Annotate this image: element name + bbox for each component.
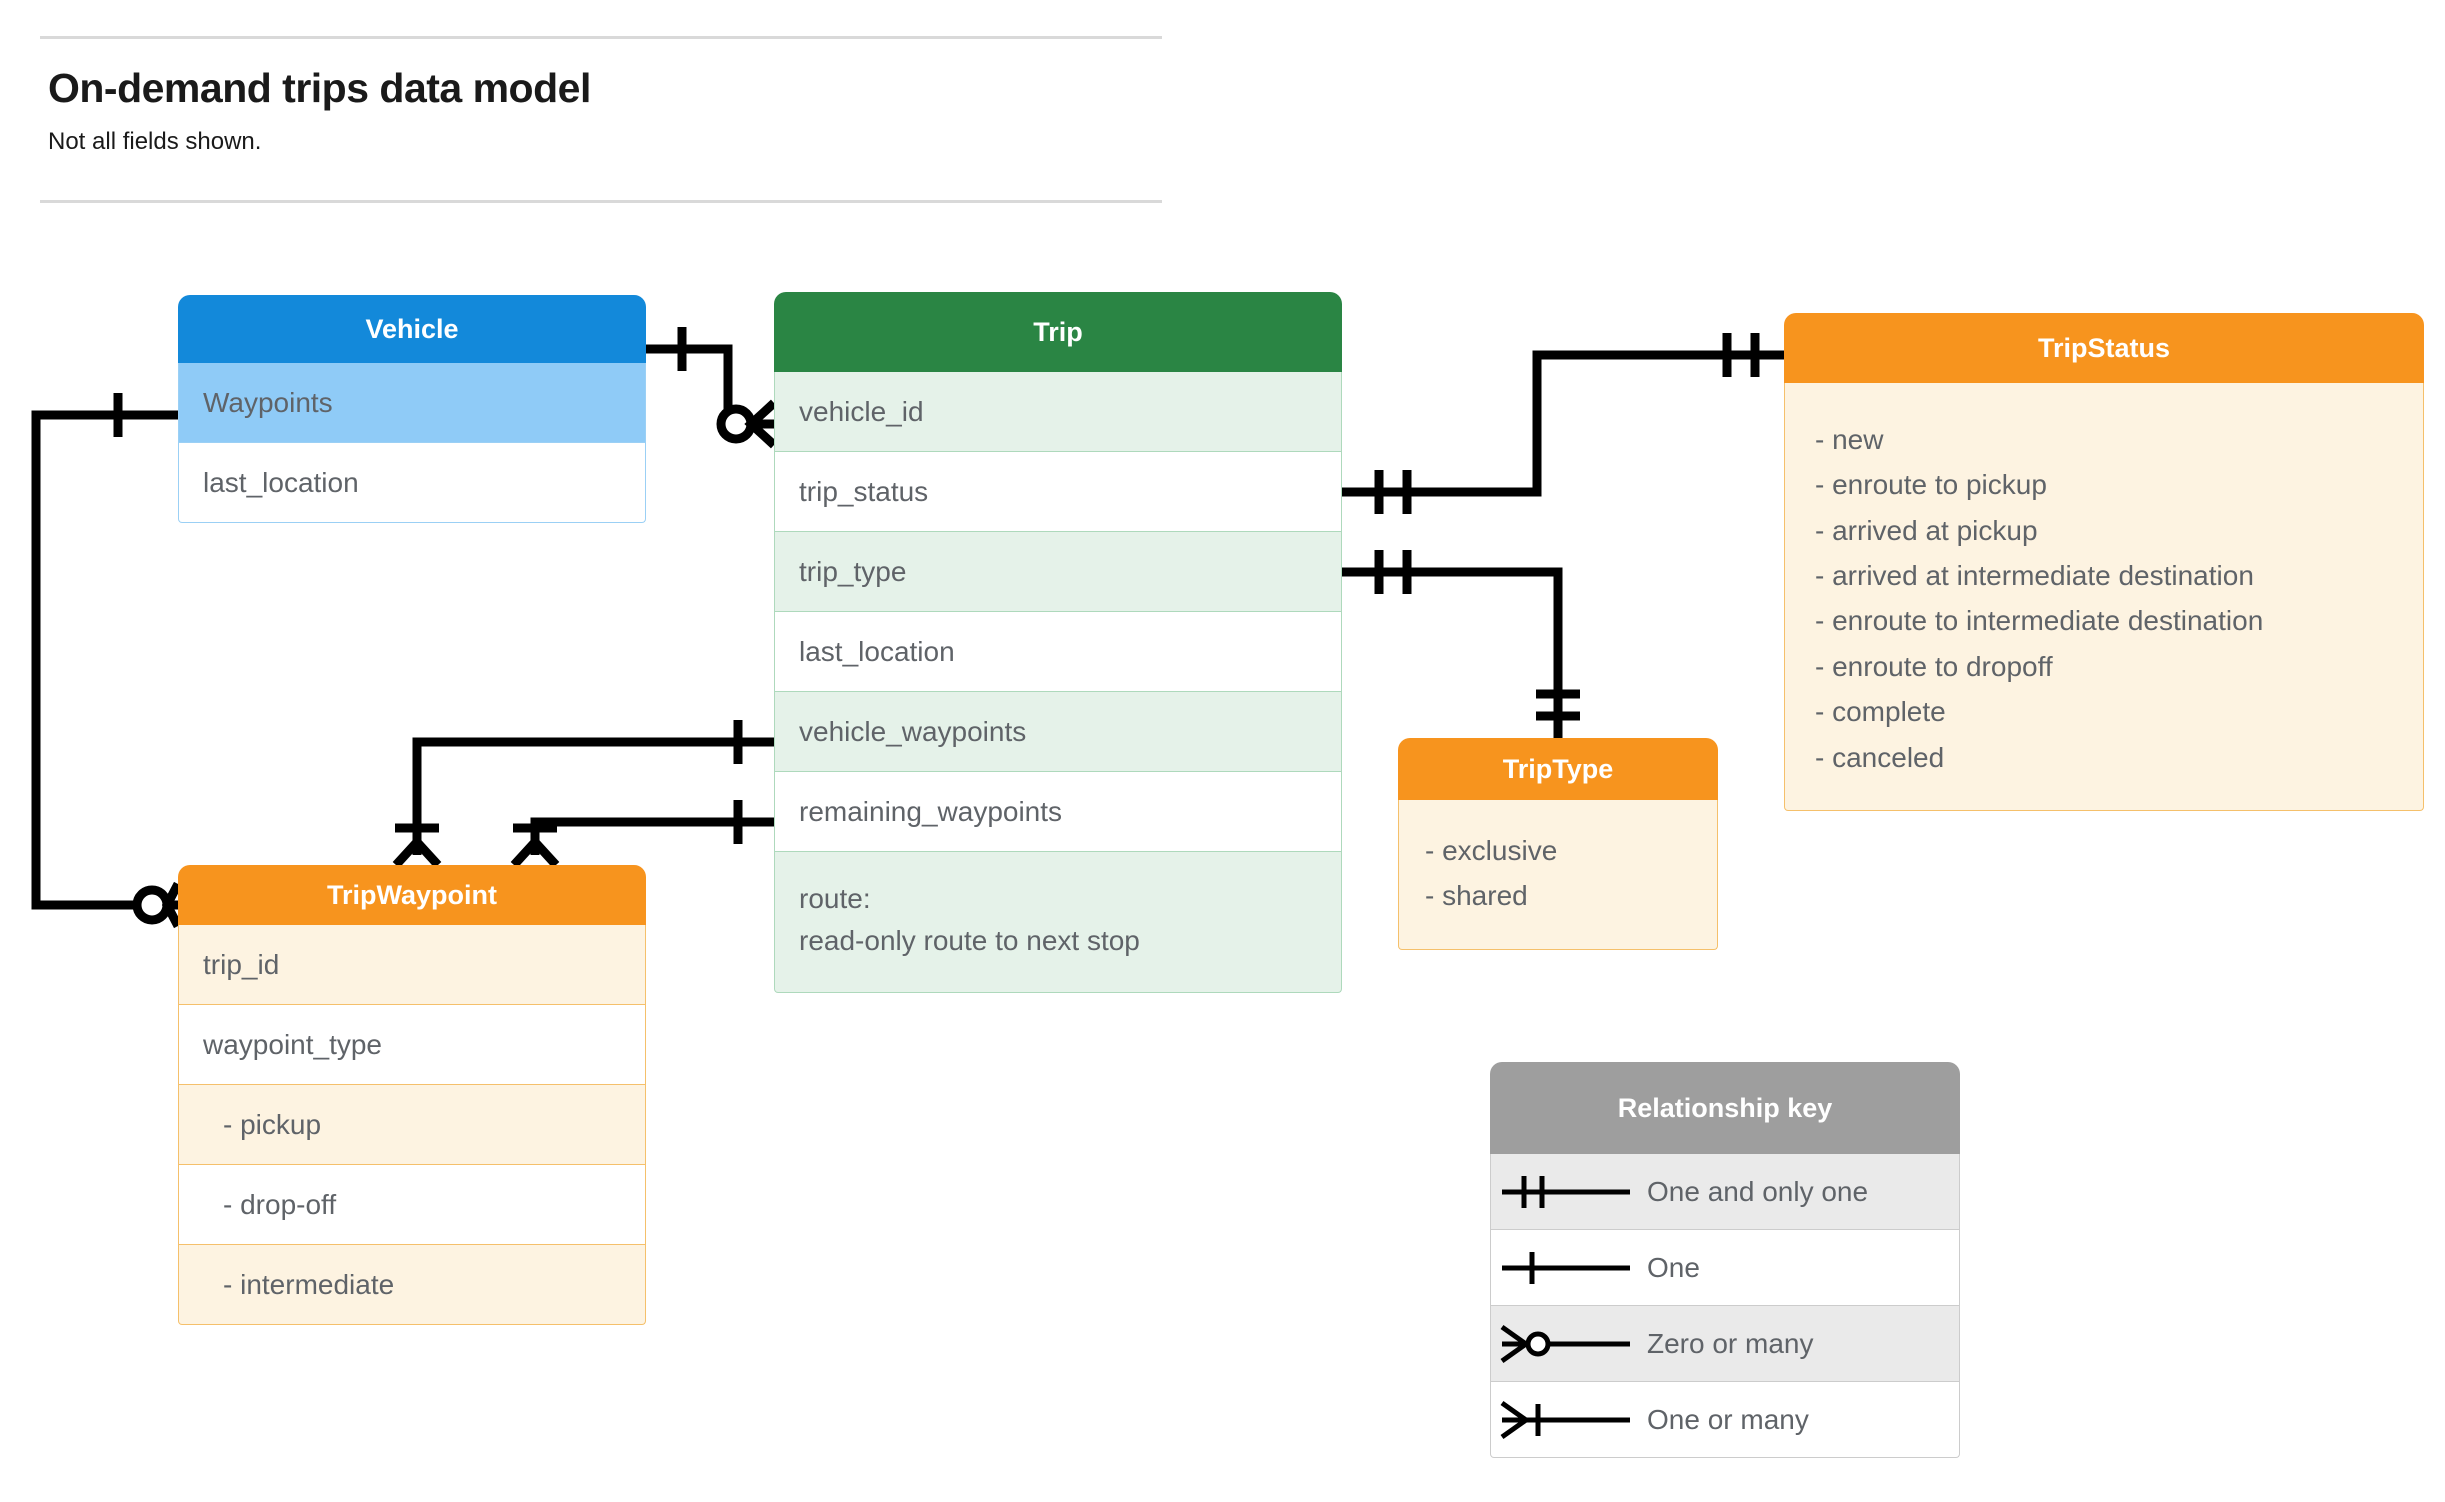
triptype-value: - exclusive (1425, 835, 1558, 866)
connector-vehicle-trip (646, 344, 733, 424)
tripstatus-value: - arrived at intermediate destination (1815, 560, 2254, 592)
connector-triptype (1342, 567, 1563, 738)
entity-triptype-values: - exclusive - shared (1398, 800, 1718, 950)
entity-trip-field-route: route: read-only route to next stop (774, 852, 1342, 993)
entity-vehicle-field-waypoints: Waypoints (178, 363, 646, 443)
entity-trip-field-trip-status: trip_status (774, 452, 1342, 532)
entity-triptype-title: TripType (1398, 738, 1718, 800)
connector-vehicle-waypoints-row (412, 737, 774, 855)
relationship-key-panel[interactable]: Relationship key One and only one One (1490, 1062, 1960, 1458)
one-icon (1491, 1243, 1641, 1293)
entity-vehicle-field-last-location: last_location (178, 443, 646, 523)
triptype-value: - shared (1425, 880, 1528, 912)
entity-tripwaypoint[interactable]: TripWaypoint trip_id waypoint_type - pic… (178, 865, 646, 1325)
page-subtitle: Not all fields shown. (48, 128, 262, 155)
tripstatus-value: - arrived at pickup (1815, 514, 2038, 546)
connector-tripstatus (1342, 350, 1784, 497)
tripstatus-value: - enroute to pickup (1815, 469, 2047, 501)
entity-triptype[interactable]: TripType - exclusive - shared (1398, 738, 1718, 950)
top-divider (40, 36, 1162, 39)
bottom-divider (40, 200, 1162, 203)
tripstatus-value: - new (1815, 424, 1884, 455)
entity-trip-title: Trip (774, 292, 1342, 372)
entity-tripwaypoint-title: TripWaypoint (178, 865, 646, 925)
legend-label: One or many (1647, 1403, 1809, 1435)
legend-label: One and only one (1647, 1175, 1869, 1207)
entity-vehicle-title: Vehicle (178, 295, 646, 363)
one-and-only-one-icon (1491, 1167, 1641, 1217)
relationship-key-title: Relationship key (1490, 1062, 1960, 1154)
entity-tripstatus-title: TripStatus (1784, 313, 2424, 383)
entity-trip-field-trip-type: trip_type (774, 532, 1342, 612)
entity-trip-field-last-location: last_location (774, 612, 1342, 692)
connector-vehicle-waypoints-tripwaypoint (31, 410, 178, 910)
entity-tripstatus[interactable]: TripStatus - new - enroute to pickup - a… (1784, 313, 2424, 811)
entity-vehicle[interactable]: Vehicle Waypoints last_location (178, 295, 646, 523)
legend-item-one-or-many: One or many (1490, 1382, 1960, 1458)
one-or-many-icon (1491, 1395, 1641, 1445)
tripstatus-value: - enroute to dropoff (1815, 650, 2053, 682)
entity-tripstatus-values: - new - enroute to pickup - arrived at p… (1784, 383, 2424, 811)
legend-label: One (1647, 1251, 1700, 1283)
entity-trip-field-vehicle-id: vehicle_id (774, 372, 1342, 452)
entity-trip-route-label: route: (799, 883, 871, 914)
legend-item-one: One (1490, 1230, 1960, 1306)
entity-tripwaypoint-value-dropoff: - drop-off (178, 1165, 646, 1245)
entity-trip-field-vehicle-waypoints: vehicle_waypoints (774, 692, 1342, 772)
entity-trip-field-remaining-waypoints: remaining_waypoints (774, 772, 1342, 852)
tripstatus-value: - enroute to intermediate destination (1815, 605, 2264, 637)
entity-tripwaypoint-value-pickup: - pickup (178, 1085, 646, 1165)
entity-tripwaypoint-field-trip-id: trip_id (178, 925, 646, 1005)
entity-tripwaypoint-value-intermediate: - intermediate (178, 1245, 646, 1325)
zero-or-many-icon (1491, 1319, 1641, 1369)
tripstatus-value: - complete (1815, 696, 1946, 728)
legend-item-zero-or-many: Zero or many (1490, 1306, 1960, 1382)
tripstatus-value: - canceled (1815, 741, 1945, 773)
entity-trip[interactable]: Trip vehicle_id trip_status trip_type la… (774, 292, 1342, 993)
entity-tripwaypoint-field-waypoint-type: waypoint_type (178, 1005, 646, 1085)
page-title: On-demand trips data model (48, 65, 591, 111)
legend-label: Zero or many (1647, 1327, 1814, 1359)
legend-item-one-and-only-one: One and only one (1490, 1154, 1960, 1230)
connector-remaining-waypoints-row (530, 817, 774, 855)
entity-trip-route-description: read-only route to next stop (799, 925, 1140, 956)
